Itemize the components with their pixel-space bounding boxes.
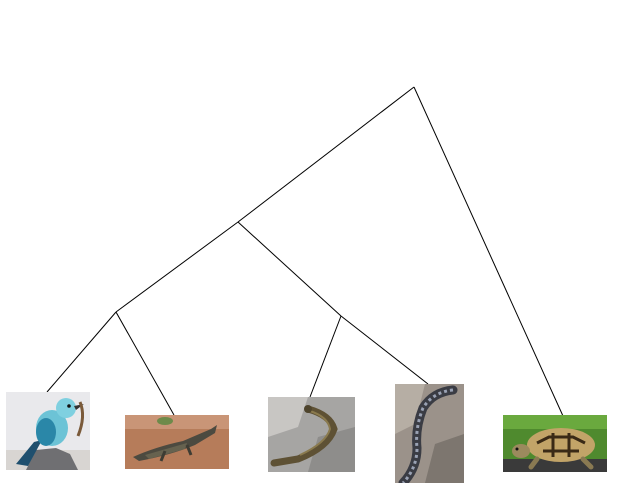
branch-to-bird	[46, 311, 117, 393]
branch-to-archosaur-clade	[115, 221, 239, 313]
branch-to-squamate-clade	[237, 221, 342, 317]
crocodile-photo-icon	[125, 415, 229, 469]
branch-to-snake	[340, 315, 429, 385]
lizard-photo-icon	[268, 397, 355, 472]
branch-to-lizard	[309, 315, 342, 398]
snake-photo-icon	[395, 384, 464, 483]
tortoise-photo-icon	[503, 415, 607, 472]
bird-photo-icon	[6, 392, 90, 470]
branch-root-to-tortoise	[413, 86, 564, 417]
branch-root-to-reptile-bird-clade	[237, 86, 415, 223]
branch-to-crocodile	[115, 311, 175, 416]
